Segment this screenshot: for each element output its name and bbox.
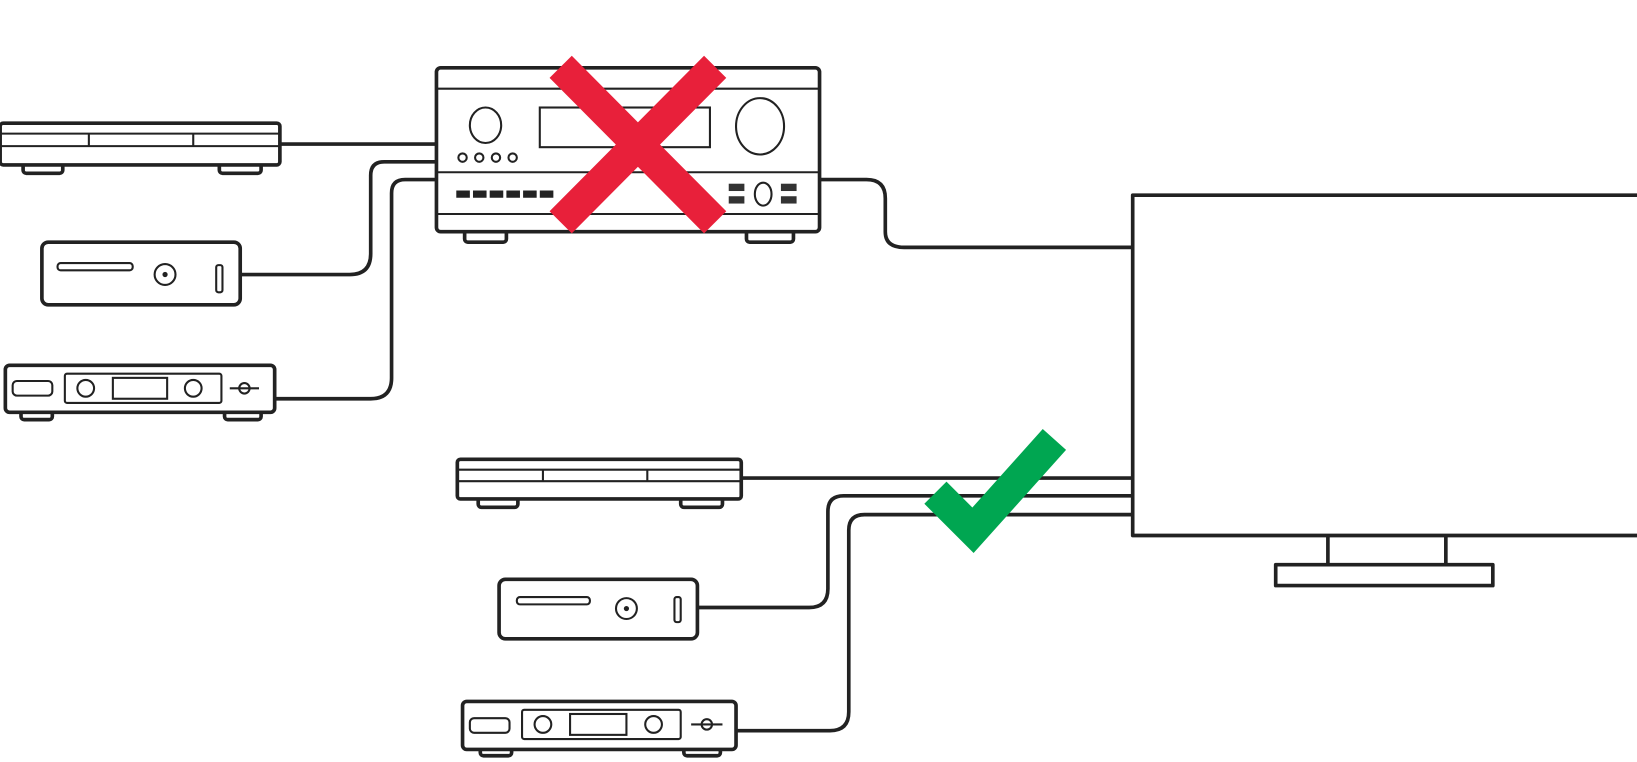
game-console-icon [40,240,243,307]
cable-console-to-receiver [238,159,439,277]
cable-receiver-to-tv [817,177,1135,250]
game-console-icon [497,577,700,641]
cable-console-to-tv [695,493,1135,610]
bottom-cables [695,476,1135,733]
dvd-player-icon [0,121,282,176]
tv-icon [1130,193,1637,588]
cable-box-icon [3,363,277,422]
cable-cablebox-to-tv [734,512,1135,733]
cable-box-icon [460,699,738,758]
dvd-player-icon [455,457,744,510]
cross-icon [549,55,727,234]
top-cables [238,142,1135,401]
checkmark-icon [924,429,1067,554]
cable-cablebox-to-receiver [272,177,439,401]
